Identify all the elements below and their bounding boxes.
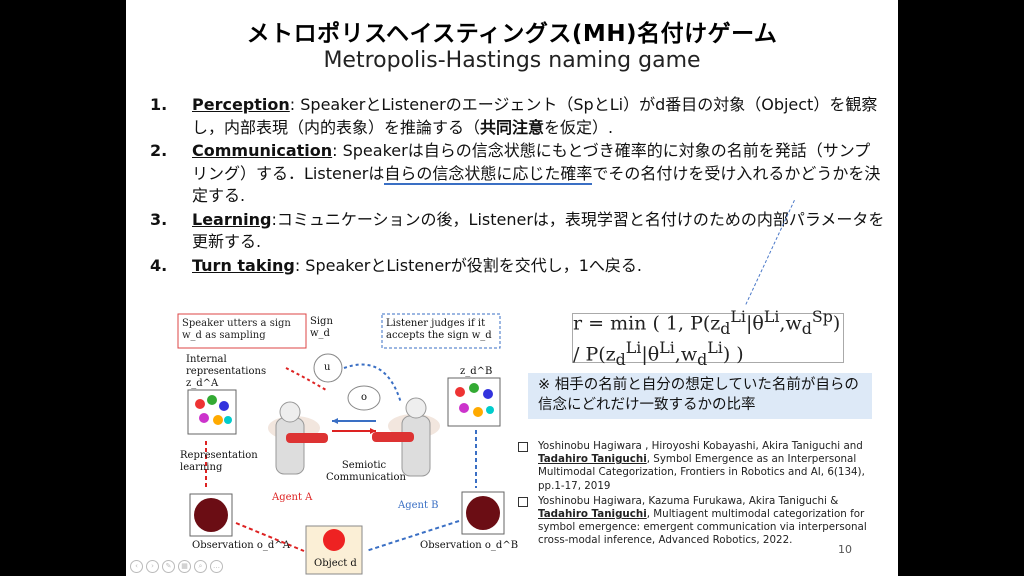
reference-item: Yoshinobu Hagiwara , Hiroyoshi Kobayashi…	[518, 440, 890, 493]
note-box: ※ 相手の名前と自分の想定していた名前が自らの信念にどれだけ一致するかの比率	[528, 373, 872, 419]
steps-list: 1. Perception: SpeakerとListenerのエージェント（S…	[150, 94, 885, 278]
zB-label: z_d^B	[460, 366, 493, 377]
obs-a-label: Observation o_d^A	[192, 540, 290, 551]
step-number: 2.	[150, 141, 168, 160]
listener-arc	[343, 363, 402, 404]
listener-caption-box	[381, 313, 501, 349]
step-communication: 2. Communication: Speakerは自らの信念状態にもとづき確率…	[150, 140, 885, 208]
agent-b-label: Agent B	[398, 500, 439, 511]
step-text-end: でその名付けを受け入れるかどうかを決定する.	[192, 163, 881, 206]
bubble-o-label: o	[361, 392, 368, 403]
figure-graphics	[177, 313, 505, 575]
apple-b	[466, 496, 500, 530]
bubble-u	[313, 353, 343, 383]
step-term: Turn taking	[192, 255, 295, 275]
obs-arrow-b	[365, 520, 460, 552]
robot-a	[268, 401, 328, 475]
references: Yoshinobu Hagiwara , Hiroyoshi Kobayashi…	[518, 440, 890, 550]
pen-icon[interactable]: ✎	[162, 560, 175, 573]
next-icon[interactable]: ›	[146, 560, 159, 573]
step-body: Communication: Speakerは自らの信念状態にもとづき確率的に対…	[192, 140, 885, 208]
prev-icon[interactable]: ‹	[130, 560, 143, 573]
step-text: : SpeakerとListenerのエージェント（SpとLi）がd番目の対象（…	[192, 95, 878, 137]
page-number: 10	[838, 543, 852, 556]
slide-title-en: Metropolis-Hastings naming game	[323, 48, 701, 73]
robot-b	[372, 397, 440, 477]
step-body: Perception: SpeakerとListenerのエージェント（SpとL…	[192, 94, 885, 139]
obs-b-label: Observation o_d^B	[420, 540, 519, 551]
step-underlined: 自らの信念状態に応じた確率	[384, 163, 593, 185]
apple-a	[194, 498, 228, 532]
bullet-square-icon	[518, 496, 528, 507]
rep-box-b	[447, 377, 501, 427]
step-learning: 3. Learning:コミュニケーションの後，Listenerは，表現学習と名…	[150, 209, 885, 254]
step-number: 4.	[150, 255, 168, 275]
slide-title-ja: メトロポリスヘイスティングス(MH)名付けゲーム	[246, 21, 778, 47]
slideshow-controls: ‹ › ✎ ▦ ⌕ …	[130, 560, 223, 573]
step-text: :コミュニケーションの後，Listenerは，表現学習と名付けのための内部パラメ…	[192, 209, 885, 252]
step-number: 3.	[150, 209, 168, 229]
step-term: Learning	[192, 209, 272, 229]
step-number: 1.	[150, 95, 168, 114]
step-turn-taking: 4. Turn taking: SpeakerとListenerが役割を交代し，…	[150, 255, 885, 278]
object-label: Object d	[314, 558, 357, 569]
step-term: Communication	[192, 141, 333, 160]
reference-text: Yoshinobu Hagiwara , Hiroyoshi Kobayashi…	[538, 440, 865, 492]
internal-rep-label: Internal representations z_d^A	[186, 354, 267, 389]
step-term: Perception	[192, 95, 290, 114]
clusters-a	[195, 395, 232, 425]
obs-arrow-a	[235, 522, 305, 552]
speaker-caption: Speaker utters a sign w_d as sampling	[182, 318, 291, 341]
step-perception: 1. Perception: SpeakerとListenerのエージェント（S…	[150, 94, 885, 139]
listener-caption: Listener judges if it accepts the sign w…	[386, 318, 492, 341]
acceptance-formula: r = min ( 1, P(zdLi|θLi,wdSp) / P(zdLi|θ…	[572, 307, 844, 369]
zoom-icon[interactable]: ⌕	[194, 560, 207, 573]
step-body: Turn taking: SpeakerとListenerが役割を交代し，1へ戻…	[192, 255, 885, 278]
rep-learning-label: Representation learning	[180, 450, 258, 473]
sign-label: Sign w_d	[310, 316, 333, 339]
semiotic-label: Semiotic Communication	[326, 460, 406, 483]
step-text: : Speakerは自らの信念状態にもとづき確率的に対象の名前を発話（サンプリン…	[192, 141, 871, 183]
slide: メトロポリスヘイスティングス(MH)名付けゲーム Metropolis-Hast…	[126, 0, 898, 576]
bubble-u-label: u	[324, 362, 331, 373]
bubble-o	[347, 385, 381, 411]
slides-icon[interactable]: ▦	[178, 560, 191, 573]
agent-a-label: Agent A	[272, 492, 313, 503]
step-text: : SpeakerとListenerが役割を交代し，1へ戻る.	[294, 255, 643, 275]
formula-text: r = min ( 1, P(zdLi|θLi,wdSp) / P(zdLi|θ…	[573, 306, 841, 370]
step-bold: 共同注意	[480, 117, 545, 137]
more-icon[interactable]: …	[210, 560, 223, 573]
reference-item: Yoshinobu Hagiwara, Kazuma Furukawa, Aki…	[518, 495, 890, 548]
speaker-caption-box	[177, 313, 307, 349]
reference-text: Yoshinobu Hagiwara, Kazuma Furukawa, Aki…	[538, 494, 867, 547]
step-text-end: を仮定）.	[544, 117, 614, 137]
object-apple	[323, 529, 345, 551]
step-body: Learning:コミュニケーションの後，Listenerは，表現学習と名付けの…	[192, 209, 885, 254]
bullet-square-icon	[518, 442, 528, 452]
mh-naming-game-figure: Speaker utters a sign w_d as sampling Li…	[176, 308, 519, 576]
clusters-b	[455, 383, 494, 417]
